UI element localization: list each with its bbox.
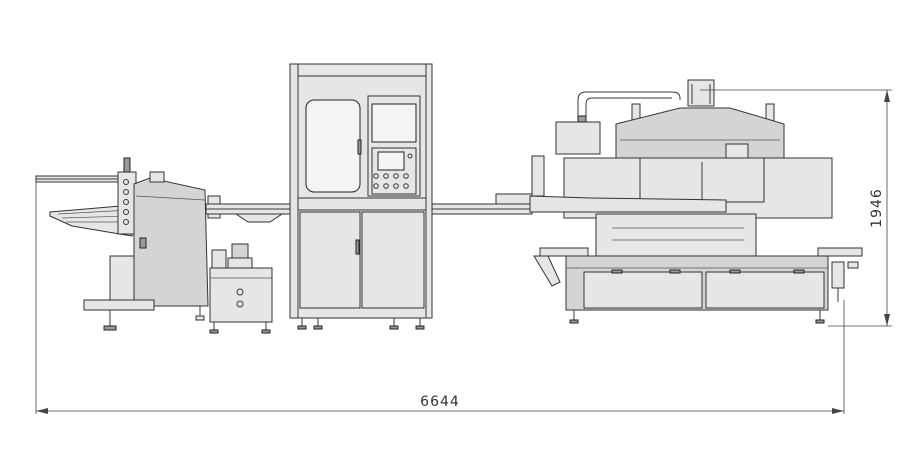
pump-unit (209, 243, 273, 334)
dimension-overall-length: 6644 (35, 182, 845, 414)
main-machine (529, 79, 863, 324)
conveyor-left (205, 203, 299, 223)
feeder-unit (35, 157, 221, 331)
control-cabinet (289, 63, 433, 330)
dimension-overall-height: 1946 (700, 89, 892, 327)
height-dimension-label: 1946 (869, 188, 885, 228)
length-dimension-label: 6644 (420, 394, 460, 410)
conveyor-middle (431, 193, 543, 215)
